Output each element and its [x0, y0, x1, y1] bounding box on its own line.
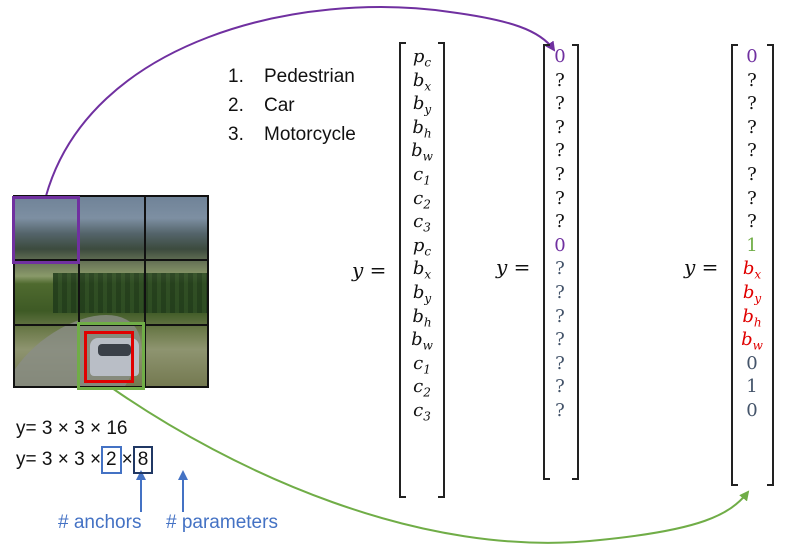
- class-item-motorcycle: 3.Motorcycle: [228, 124, 356, 145]
- vector-entry: bh: [742, 305, 762, 330]
- vector-entry: 1: [746, 376, 758, 398]
- vector-entry: bh: [412, 116, 432, 141]
- grid-line: [13, 259, 209, 261]
- grid-line: [144, 195, 146, 388]
- vector-entry: ?: [555, 376, 565, 398]
- vector-entry: c1: [413, 352, 431, 377]
- output-shape-equation-anchors: y= 3 × 3 ×2×8: [16, 446, 154, 474]
- purple-arrow: [45, 6, 556, 197]
- vector-entry: 0: [746, 46, 758, 67]
- vector-entry: 0: [554, 234, 566, 256]
- green-cell-highlight: [77, 322, 145, 390]
- green-vector-label: y =: [684, 255, 719, 279]
- bracket-right: [767, 44, 774, 486]
- purple-cell-vector: 0???????0???????: [548, 45, 572, 423]
- vector-entry: pc: [412, 46, 432, 70]
- vector-entry: 0: [746, 399, 758, 421]
- vector-entry: ?: [555, 329, 565, 351]
- vector-entry: c1: [413, 163, 431, 188]
- green-arrow: [111, 387, 750, 544]
- class-item-car: 2.Car: [228, 95, 295, 116]
- class-list: 1.Pedestrian 2.Car 3.Motorcycle: [228, 62, 356, 149]
- vector-entry: pc: [412, 234, 432, 259]
- vector-entry: ?: [555, 163, 565, 185]
- vector-entry: ?: [747, 163, 757, 185]
- bracket-left: [543, 44, 550, 480]
- anchors-caption: # anchors: [58, 512, 142, 533]
- vector-entry: bh: [412, 305, 432, 330]
- grid-line: [13, 324, 209, 326]
- parameters-caption: # parameters: [166, 512, 278, 533]
- generic-vector-label: y =: [352, 258, 387, 282]
- vector-entry: c2: [413, 376, 431, 400]
- vector-entry: ?: [555, 187, 565, 209]
- vector-entry: 1: [746, 234, 758, 256]
- anchors-count-box: 2: [101, 446, 122, 474]
- vector-entry: bw: [741, 329, 763, 353]
- vector-entry: bw: [411, 329, 433, 353]
- vector-entry: c2: [413, 187, 431, 212]
- bracket-left: [731, 44, 738, 486]
- bracket-right: [438, 42, 445, 498]
- vector-entry: by: [412, 93, 432, 117]
- vector-entry: ?: [747, 187, 757, 209]
- bracket-left: [399, 42, 406, 498]
- purple-cell-highlight: [12, 196, 80, 264]
- bracket-right: [572, 44, 579, 480]
- vector-entry: bw: [411, 140, 433, 164]
- vector-entry: 0: [746, 352, 758, 374]
- vector-entry: ?: [555, 93, 565, 115]
- vector-entry: bx: [412, 69, 432, 94]
- grid-line: [78, 195, 80, 388]
- parameters-count-box: 8: [132, 446, 154, 474]
- vector-entry: ?: [555, 116, 565, 138]
- vector-entry: ?: [555, 69, 565, 91]
- vector-entry: ?: [747, 116, 757, 138]
- vector-entry: ?: [555, 211, 565, 233]
- vector-entry: ?: [555, 281, 565, 303]
- class-item-pedestrian: 1.Pedestrian: [228, 66, 355, 87]
- vector-entry: 0: [554, 46, 566, 67]
- output-shape-equation: y= 3 × 3 × 16: [16, 418, 128, 439]
- vector-entry: ?: [555, 140, 565, 162]
- vector-entry: ?: [747, 211, 757, 233]
- road-scene-image: [13, 195, 209, 388]
- vector-entry: bx: [412, 258, 432, 282]
- purple-vector-label: y =: [496, 255, 531, 279]
- car-object: [90, 338, 139, 376]
- vector-entry: ?: [747, 140, 757, 162]
- vector-entry: ?: [555, 399, 565, 421]
- vector-entry: c3: [413, 399, 431, 424]
- vector-entry: by: [412, 281, 432, 306]
- vector-entry: bx: [742, 258, 762, 282]
- vector-entry: ?: [555, 305, 565, 327]
- vector-entry: ?: [555, 258, 565, 280]
- vector-entry: ?: [555, 352, 565, 374]
- vector-entry: ?: [747, 69, 757, 91]
- car-bounding-box: [84, 331, 134, 383]
- vector-entry: ?: [747, 93, 757, 115]
- vector-entry: by: [742, 281, 762, 306]
- vector-entry: c3: [413, 211, 431, 235]
